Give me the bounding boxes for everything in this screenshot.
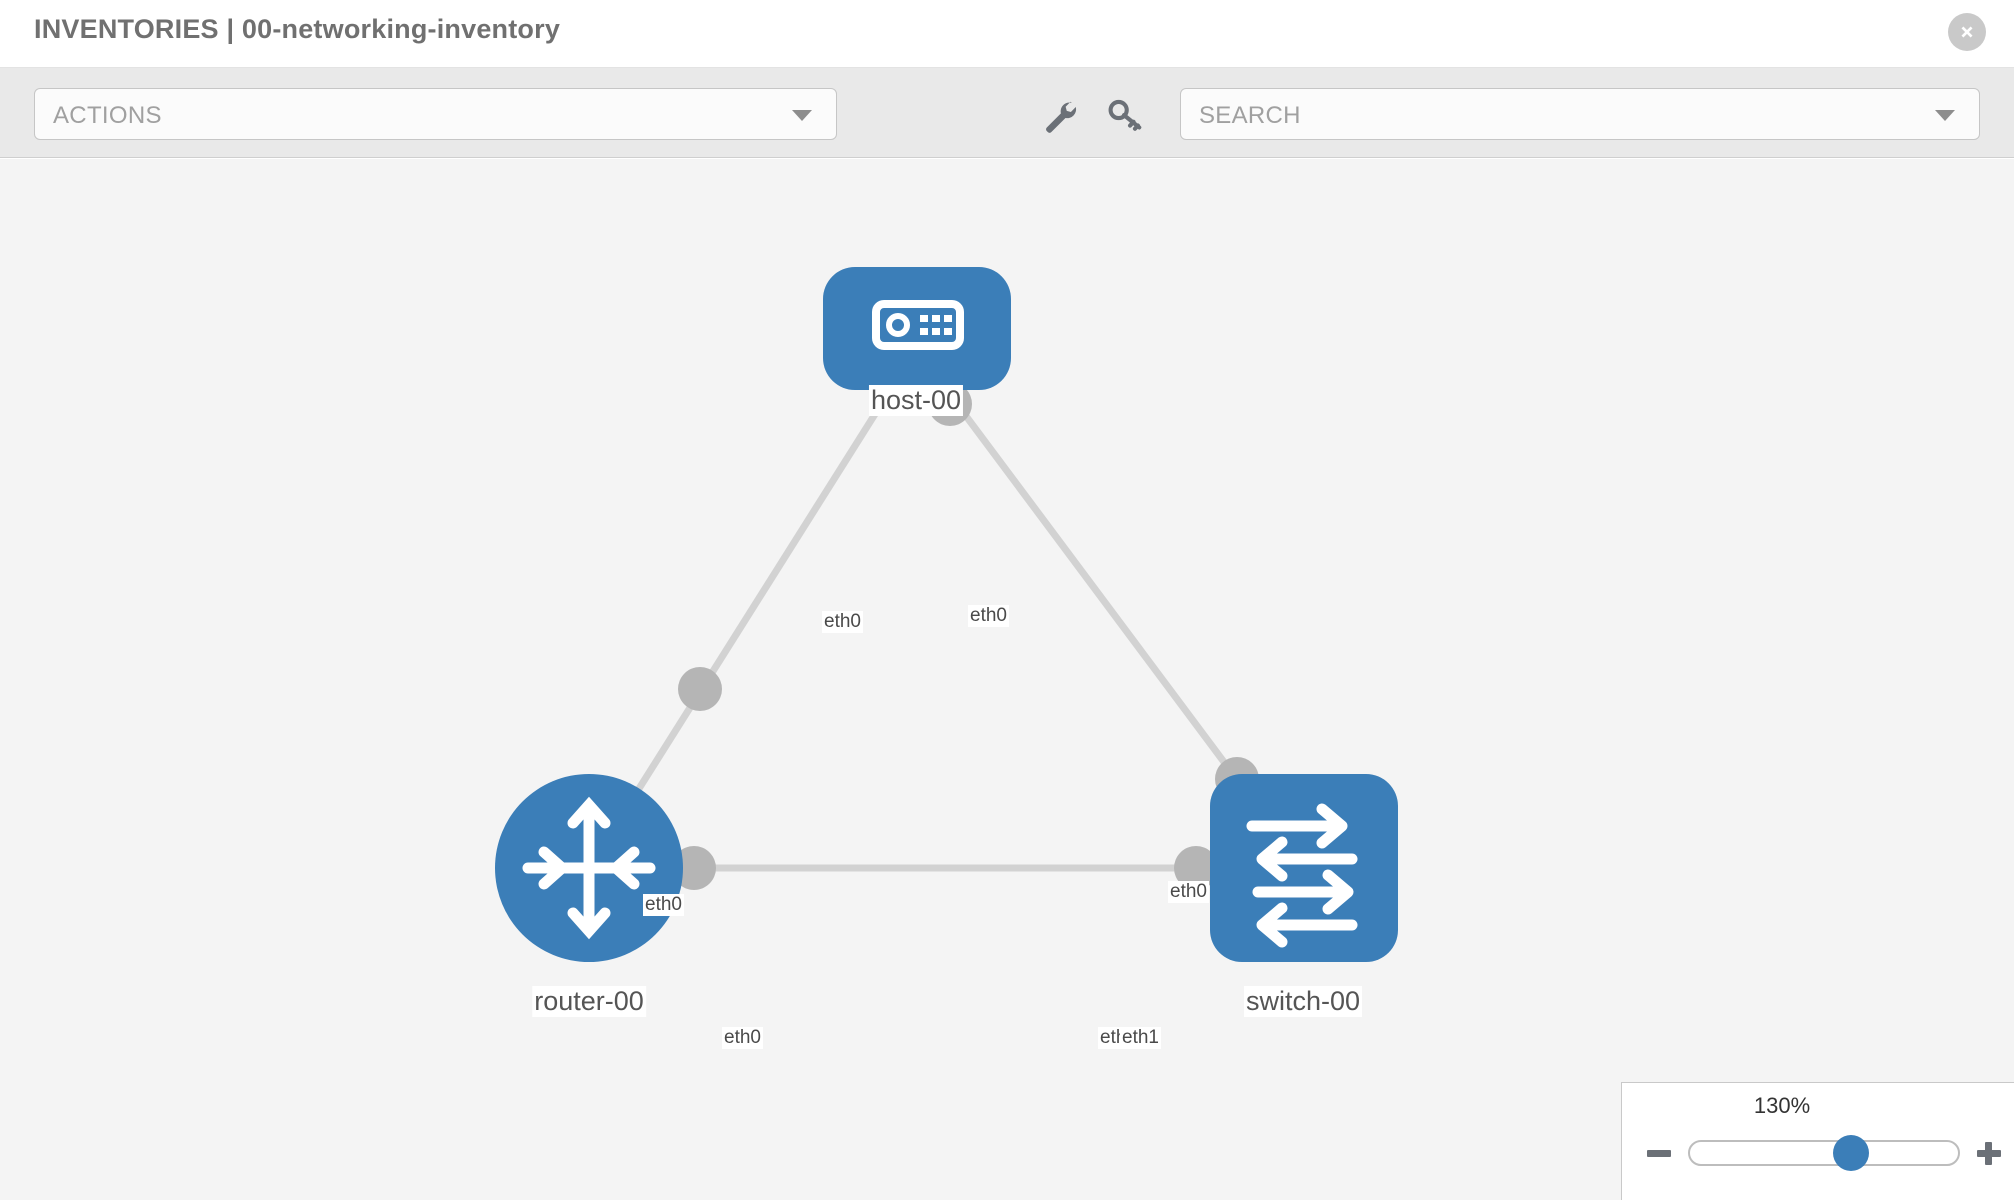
connector-group <box>672 382 1259 890</box>
server-icon <box>872 300 964 350</box>
page-header: INVENTORIES | 00-networking-inventory <box>0 0 2014 68</box>
interface-label: eth0 <box>643 894 684 916</box>
node-label-router-00: router-00 <box>532 986 646 1017</box>
interface-label: eth0 <box>968 605 1009 627</box>
chevron-down-icon <box>792 110 812 121</box>
page-title: INVENTORIES | 00-networking-inventory <box>34 14 561 44</box>
node-host-00[interactable] <box>823 267 1011 390</box>
connector-endpoint <box>672 846 716 890</box>
zoom-in-button[interactable] <box>1974 1138 2004 1168</box>
zoom-out-button[interactable] <box>1644 1138 1674 1168</box>
interface-label: eth0 <box>722 1027 763 1049</box>
toolbar-icon-group <box>1040 88 1160 140</box>
node-label-switch-00: switch-00 <box>1243 986 1363 1017</box>
close-icon <box>1961 26 1973 38</box>
node-router-00[interactable] <box>495 774 683 962</box>
zoom-slider-row <box>1644 1131 2004 1175</box>
switch-arrows-icon <box>1246 803 1358 948</box>
link-router-host <box>586 347 919 870</box>
interface-label: eth0 <box>1168 881 1209 903</box>
search-placeholder: SEARCH <box>1199 102 1301 129</box>
zoom-level-value: 130% <box>1753 1093 1811 1118</box>
interface-label: eth0 <box>822 611 863 633</box>
router-arrows-icon <box>522 796 656 940</box>
topology-canvas[interactable]: host-00 router-00 switch-00 eth0 eth0 et… <box>0 159 2014 1200</box>
zoom-slider-handle[interactable] <box>1832 1135 1869 1171</box>
close-button[interactable] <box>1948 13 1986 51</box>
topology-graph <box>495 267 1398 962</box>
link-group <box>586 346 1306 872</box>
zoom-control-panel: 130% <box>1621 1082 2014 1200</box>
actions-dropdown[interactable]: ACTIONS <box>34 88 837 140</box>
node-switch-00[interactable] <box>1210 774 1398 962</box>
toolbar: ACTIONS SEARCH <box>0 68 2014 158</box>
search-input[interactable]: SEARCH <box>1180 88 1980 140</box>
connector-endpoint <box>678 667 722 711</box>
key-icon[interactable] <box>1106 95 1144 133</box>
search-chevron-down-icon[interactable] <box>1935 110 1955 121</box>
zoom-slider-track[interactable] <box>1688 1135 1960 1171</box>
interface-label: eth1 <box>1120 1027 1161 1049</box>
wrench-icon[interactable] <box>1040 95 1078 133</box>
actions-dropdown-label: ACTIONS <box>53 102 162 129</box>
connector-endpoint <box>1174 846 1218 890</box>
node-label-host-00: host-00 <box>868 385 964 416</box>
